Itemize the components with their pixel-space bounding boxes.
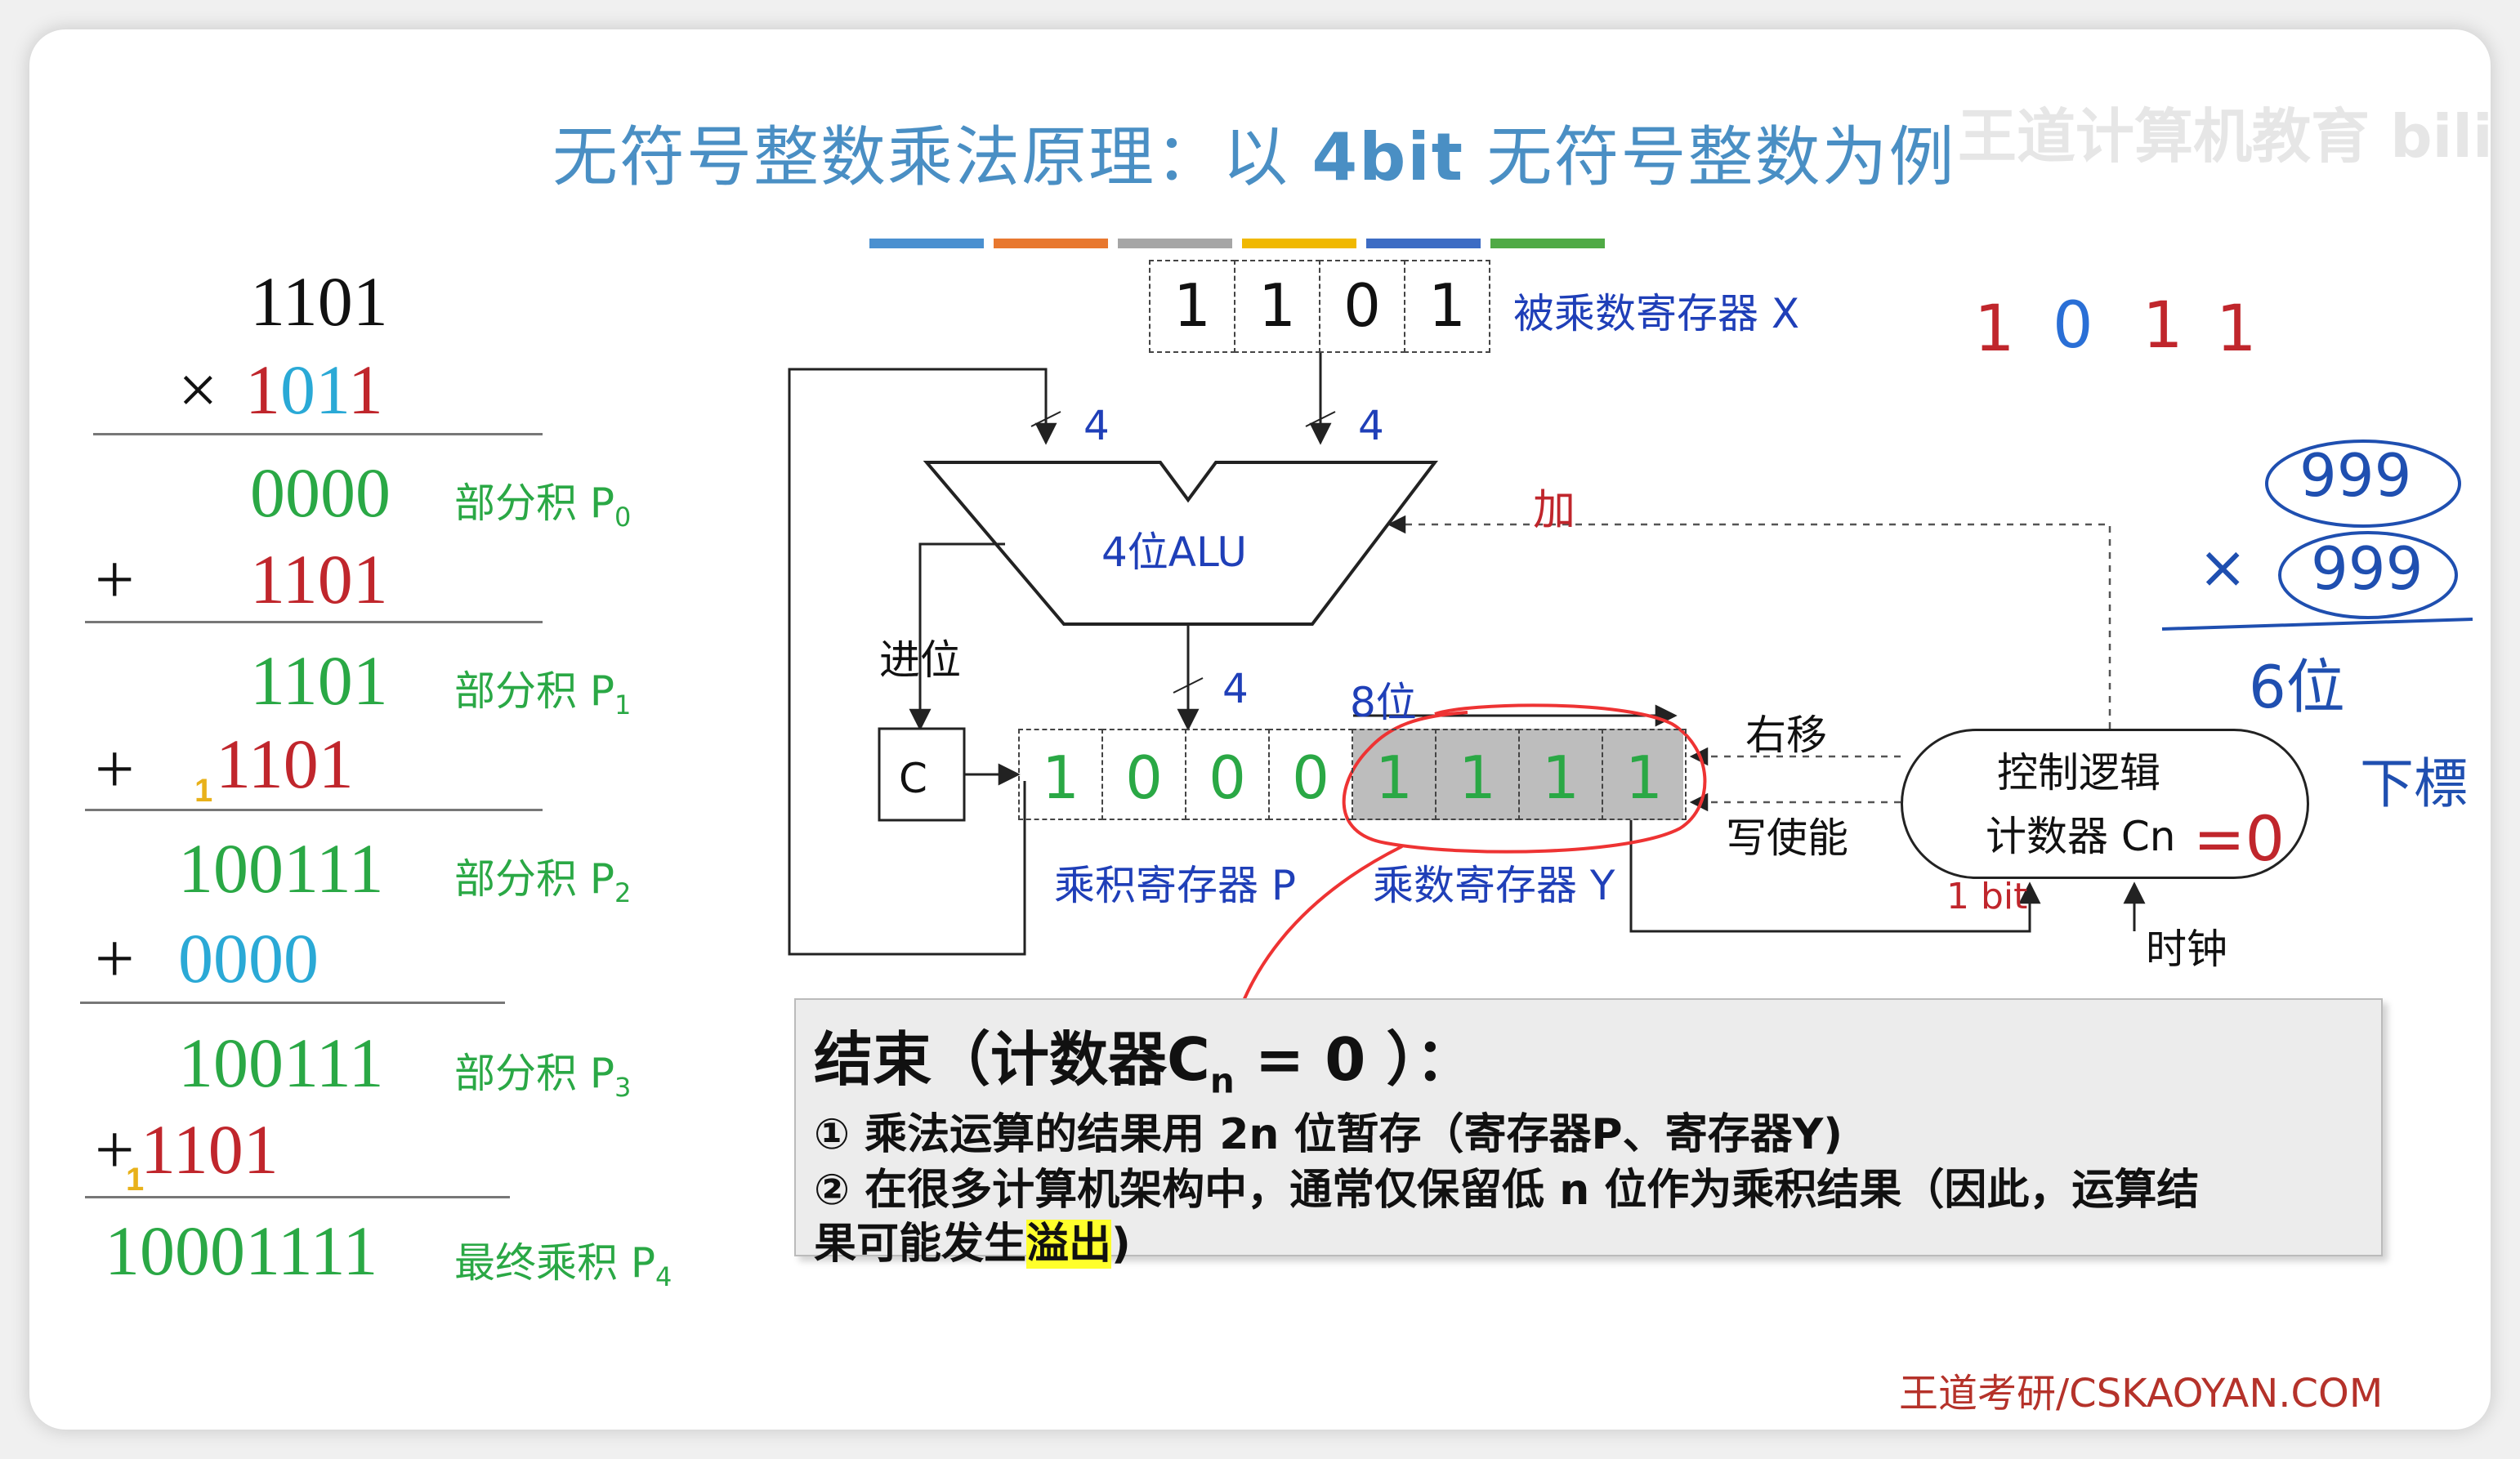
p-register-cell: 0 (1101, 729, 1186, 820)
hand-next: 下標 (2360, 752, 2468, 815)
plus-sign: + (95, 730, 135, 808)
footer-brand: 王道考研/CSKAOYAN.COM (1899, 1371, 2384, 1417)
y-register-cell: 1 (1602, 729, 1687, 820)
shift-right-label: 右移 (1745, 712, 1827, 759)
control-logic-label: 控制逻辑 (1997, 749, 2160, 796)
x-register-cell: 1 (1234, 260, 1320, 353)
carry-mark: 1 (126, 1162, 145, 1198)
y-register-cell: 1 (1352, 729, 1436, 820)
hand-eq-zero: =0 (2193, 802, 2285, 875)
hand-digits: 6位 (2249, 653, 2345, 721)
color-bar-segment (1242, 239, 1356, 248)
counter-label: 计数器 Cn (1986, 813, 2176, 860)
partial-product: 0000 (250, 453, 391, 532)
divider-line (85, 809, 543, 811)
partial-product: 100111 (178, 829, 384, 908)
bus-width-label: 4 (1084, 402, 1110, 449)
addend: 0000 (178, 919, 319, 997)
add-control-wire (1387, 515, 2111, 729)
times-sign: × (178, 350, 218, 429)
carry-mark: 1 (194, 773, 213, 809)
plus-sign: + (95, 919, 135, 997)
divider-line (85, 621, 543, 623)
eight-bit-label: 8位 (1350, 679, 1417, 726)
p-register-cell: 0 (1185, 729, 1270, 820)
slide: 无符号整数乘法原理：以 4bit 无符号整数为例 王道计算机教育 bilibil… (29, 29, 2491, 1430)
result-line-2: ② 在很多计算机架构中，通常仅保留低 n 位作为乘积结果（因此，运算结 (814, 1166, 2200, 1215)
hand-999: 999 (2299, 441, 2412, 510)
p-register-cell: 0 (1268, 729, 1353, 820)
color-bar-segment (869, 239, 984, 248)
one-bit-label: 1 bit (1946, 876, 2028, 917)
write-enable-label: 写使能 (1726, 814, 1848, 862)
one-bit-wire (1629, 820, 2041, 933)
hand-digit: 0 (2053, 289, 2093, 363)
width-slash (1305, 411, 1336, 427)
red-circle-annotation (1342, 703, 1707, 854)
width-slash (1173, 677, 1204, 694)
control-logic-box (1901, 729, 2309, 879)
hand-digit: 1 (2142, 289, 2183, 363)
result-title: 结束（计数器Cn = 0 ）： (814, 1025, 1475, 1101)
x-register-label: 被乘数寄存器 X (1513, 290, 1800, 337)
p-register-cell: 1 (1018, 729, 1103, 820)
sum-line (2161, 618, 2473, 631)
c-flag-label: C (899, 755, 927, 802)
watermark: 王道计算机教育 bilibili (1958, 102, 2491, 171)
x-register-cell: 0 (1319, 260, 1405, 353)
alu-label: 4位ALU (1101, 529, 1247, 576)
bus-width-label: 4 (1222, 665, 1249, 712)
final-label: 最终乘积 P4 (454, 1239, 672, 1292)
feedback-wire (788, 368, 1057, 956)
p-register-label: 乘积寄存器 P (1054, 862, 1297, 909)
circle-999-bottom (2278, 531, 2458, 619)
hand-digit: 1 (2216, 292, 2257, 366)
slide-title: 无符号整数乘法原理：以 4bit 无符号整数为例 (552, 119, 1956, 195)
divider-line (85, 1196, 510, 1198)
partial-product: 1101 (250, 641, 388, 720)
bus-width-label: 4 (1358, 402, 1384, 449)
x-register-cell: 1 (1404, 260, 1490, 353)
partial-label: 部分积 P2 (454, 855, 632, 908)
add-label: 加 (1533, 486, 1576, 535)
addend: 1101 (216, 725, 354, 803)
plus-sign: + (95, 1110, 135, 1189)
circle-999-top (2265, 439, 2461, 528)
multiplicand: 1101 (250, 262, 388, 341)
color-bar-segment (1366, 239, 1481, 248)
multiplier: 1011 (245, 350, 383, 429)
color-bar-segment (1118, 239, 1232, 248)
y-register-cell: 1 (1518, 729, 1603, 820)
addend: 1101 (250, 540, 388, 618)
x-register-cell: 1 (1149, 260, 1235, 353)
final-product: 10001111 (105, 1211, 378, 1290)
clock-label: 时钟 (2146, 926, 2227, 973)
alu-shape (923, 461, 1439, 626)
carry-label: 进位 (879, 636, 961, 684)
c-flag-box (878, 727, 966, 822)
hand-digit: 1 (1974, 292, 2015, 366)
y-register-cell: 1 (1435, 729, 1520, 820)
partial-label: 部分积 P3 (454, 1050, 632, 1103)
plus-sign: + (95, 540, 135, 618)
partial-product: 100111 (178, 1024, 384, 1102)
y-register-label: 乘数寄存器 Y (1373, 862, 1615, 909)
partial-label: 部分积 P1 (454, 667, 632, 721)
result-line-3: 果可能发生溢出) (814, 1220, 1131, 1269)
divider-line (80, 1002, 505, 1004)
result-box: 结束（计数器Cn = 0 ）： ① 乘法运算的结果用 2n 位暂存（寄存器P、寄… (794, 998, 2383, 1269)
width-slash (1030, 411, 1061, 427)
carry-wire (909, 542, 1005, 731)
hand-999: 999 (2311, 534, 2424, 603)
partial-label: 部分积 P0 (454, 480, 632, 533)
hand-times: × (2198, 533, 2248, 601)
result-line-1: ① 乘法运算的结果用 2n 位暂存（寄存器P、寄存器Y) (814, 1110, 1843, 1159)
addend: 1101 (141, 1110, 279, 1189)
color-bar-segment (1490, 239, 1605, 248)
overflow-highlight: 溢出 (1026, 1220, 1112, 1269)
divider-line (93, 433, 543, 435)
color-bar-segment (994, 239, 1108, 248)
